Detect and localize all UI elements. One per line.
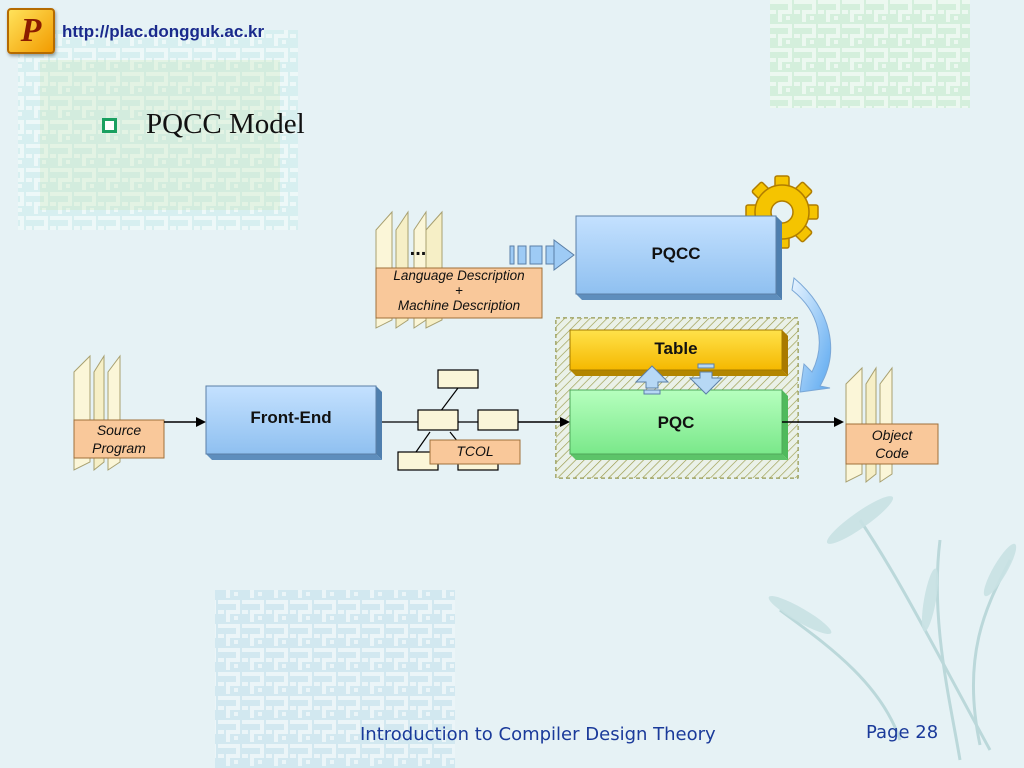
source-line1: Source	[96, 422, 142, 438]
object-line2: Code	[875, 445, 909, 461]
header-url-link[interactable]: http://plac.dongguk.ac.kr	[62, 22, 265, 41]
front-end-label: Front-End	[250, 408, 332, 427]
lang-desc-line2: Machine Description	[397, 298, 521, 313]
table-box	[569, 329, 788, 376]
language-description-label: Language Description + Machine Descripti…	[376, 268, 542, 313]
pqc-label: PQC	[657, 413, 695, 432]
tcol-note	[429, 439, 521, 465]
down-arrow-icon	[688, 363, 724, 395]
arrow-tcol-to-pqc	[518, 417, 570, 427]
tcol-label: TCOL	[456, 443, 494, 459]
object-code-note	[845, 423, 939, 465]
front-end-box	[205, 385, 382, 460]
generate-arrow	[791, 277, 832, 393]
lang-desc-line1: Language Description	[393, 268, 525, 283]
pqcc-label: PQCC	[651, 244, 701, 263]
input-arrow	[509, 239, 575, 271]
footer-page-number: Page 28	[866, 722, 939, 743]
ellipsis-label: ...	[409, 238, 427, 260]
slide-title: PQCC Model	[146, 108, 305, 140]
arrow-source-to-frontend	[164, 417, 206, 427]
table-label: Table	[654, 339, 698, 358]
logo-icon: P	[7, 8, 55, 54]
pqcc-box	[575, 215, 782, 300]
source-program-label: Source Program	[74, 421, 164, 457]
pqc-box	[569, 389, 788, 460]
object-code-label: Object Code	[846, 426, 938, 462]
source-line2: Program	[92, 440, 146, 456]
lang-desc-plus: +	[455, 283, 463, 298]
source-program-note	[73, 419, 165, 459]
footer-course-title: Introduction to Compiler Design Theory	[360, 724, 716, 745]
tcol-tree	[382, 369, 519, 471]
bullet-icon	[102, 118, 117, 133]
language-description-note	[375, 267, 543, 319]
arrow-pqc-to-object	[782, 417, 844, 427]
up-arrow-icon	[634, 365, 670, 395]
object-line1: Object	[871, 427, 913, 443]
